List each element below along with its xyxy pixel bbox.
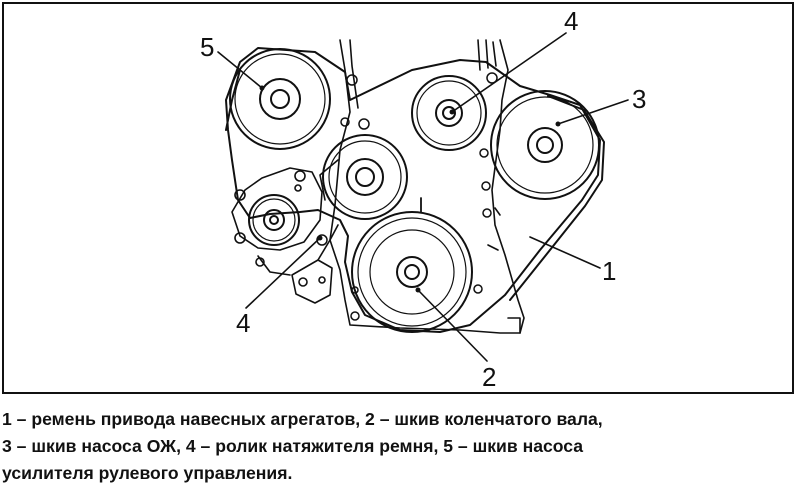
belt-drive-diagram: [217, 32, 629, 362]
callout-1: 1: [602, 256, 617, 286]
callout-4-bottom: 4: [236, 308, 251, 338]
callout-5: 5: [200, 32, 215, 62]
tensioner-bracket: [291, 224, 339, 304]
caption-line: 3 – шкив насоса ОЖ, 4 – ролик натяжителя…: [2, 436, 584, 456]
caption-line: усилителя рулевого управления.: [2, 463, 293, 483]
callout-4-top: 4: [564, 6, 579, 36]
leader-line-3: [557, 99, 629, 125]
leader-line-5: [217, 51, 263, 89]
drive-belt: [225, 47, 605, 333]
leader-dots: [259, 85, 561, 293]
callout-3: 3: [632, 84, 647, 114]
leader-line-4-bottom: [245, 237, 321, 309]
figure-caption: 1 – ремень привода навесных агрегатов, 2…: [2, 406, 798, 487]
idler-roller-upper: [411, 75, 487, 151]
caption-line: 1 – ремень привода навесных агрегатов, 2…: [2, 409, 603, 429]
power-steering-pulley: [229, 48, 331, 150]
leader-line-4-top: [451, 32, 567, 113]
idler-roller-middle: [322, 134, 408, 220]
leader-lines: [217, 32, 629, 362]
leader-line-1: [529, 236, 601, 269]
tensioner-roller-lower: [248, 194, 300, 246]
callout-2: 2: [482, 362, 497, 392]
water-pump-body: [231, 167, 323, 276]
water-pump-pulley: [490, 90, 600, 200]
crankshaft-pulley: [351, 211, 473, 333]
leader-line-2: [417, 289, 488, 362]
